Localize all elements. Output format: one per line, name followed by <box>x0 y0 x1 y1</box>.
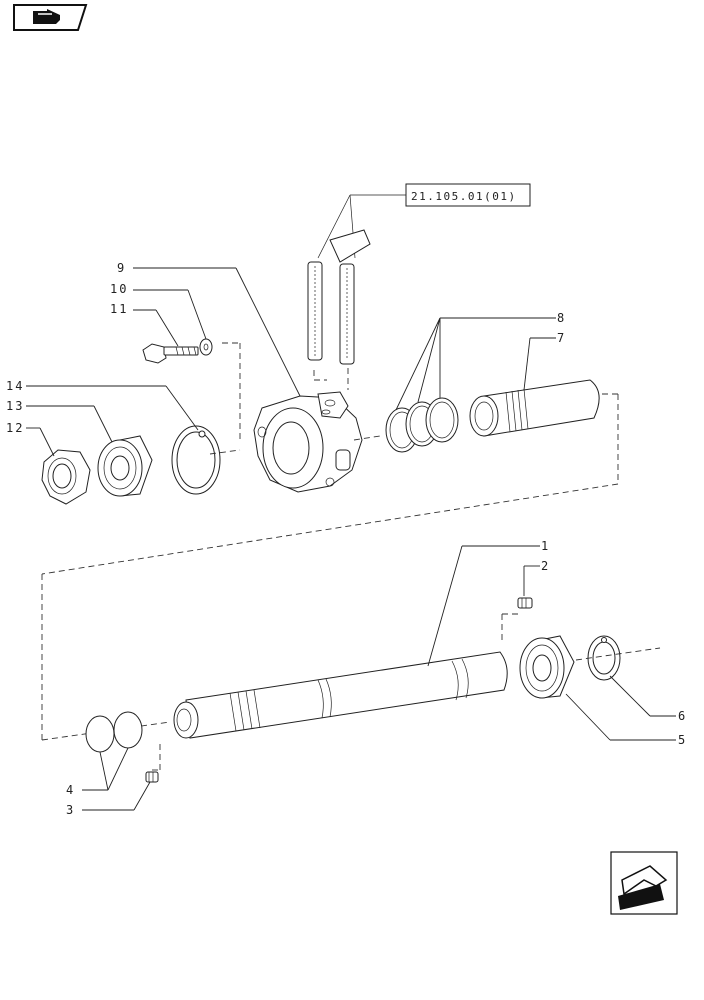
callout-9: 9 <box>117 261 126 275</box>
ball-bearing-lower <box>519 635 575 699</box>
bearing-housing <box>253 391 363 493</box>
o-rings <box>385 397 459 453</box>
reference-link-box[interactable]: 21.105.01(01) <box>317 183 531 259</box>
leader-lines <box>26 267 676 811</box>
book-pointer-icon[interactable] <box>13 4 88 31</box>
callout-8: 8 <box>557 311 566 325</box>
reference-text: 21.105.01(01) <box>411 190 517 203</box>
callout-10: 10 <box>110 282 128 296</box>
snap-ring <box>171 425 221 495</box>
sleeve <box>469 379 600 437</box>
callout-11: 11 <box>110 302 128 316</box>
snap-ring-lower <box>587 635 621 681</box>
callout-7: 7 <box>557 331 566 345</box>
callout-1: 1 <box>541 539 550 553</box>
callout-6: 6 <box>678 709 687 723</box>
ball-bearing-upper <box>97 435 153 497</box>
grub-screw-upper <box>517 597 533 609</box>
callout-12: 12 <box>6 421 24 435</box>
previous-page-arrow-icon[interactable] <box>610 851 678 915</box>
lock-nut <box>41 449 91 505</box>
callout-13: 13 <box>6 399 24 413</box>
callout-3: 3 <box>66 803 75 817</box>
bolt <box>142 343 199 364</box>
pins <box>307 229 371 390</box>
grub-screw-lower <box>145 771 159 783</box>
washer <box>199 338 213 356</box>
main-shaft <box>173 651 508 739</box>
callout-2: 2 <box>541 559 550 573</box>
caps <box>85 711 143 753</box>
callout-5: 5 <box>678 733 687 747</box>
callout-14: 14 <box>6 379 24 393</box>
callout-4: 4 <box>66 783 75 797</box>
